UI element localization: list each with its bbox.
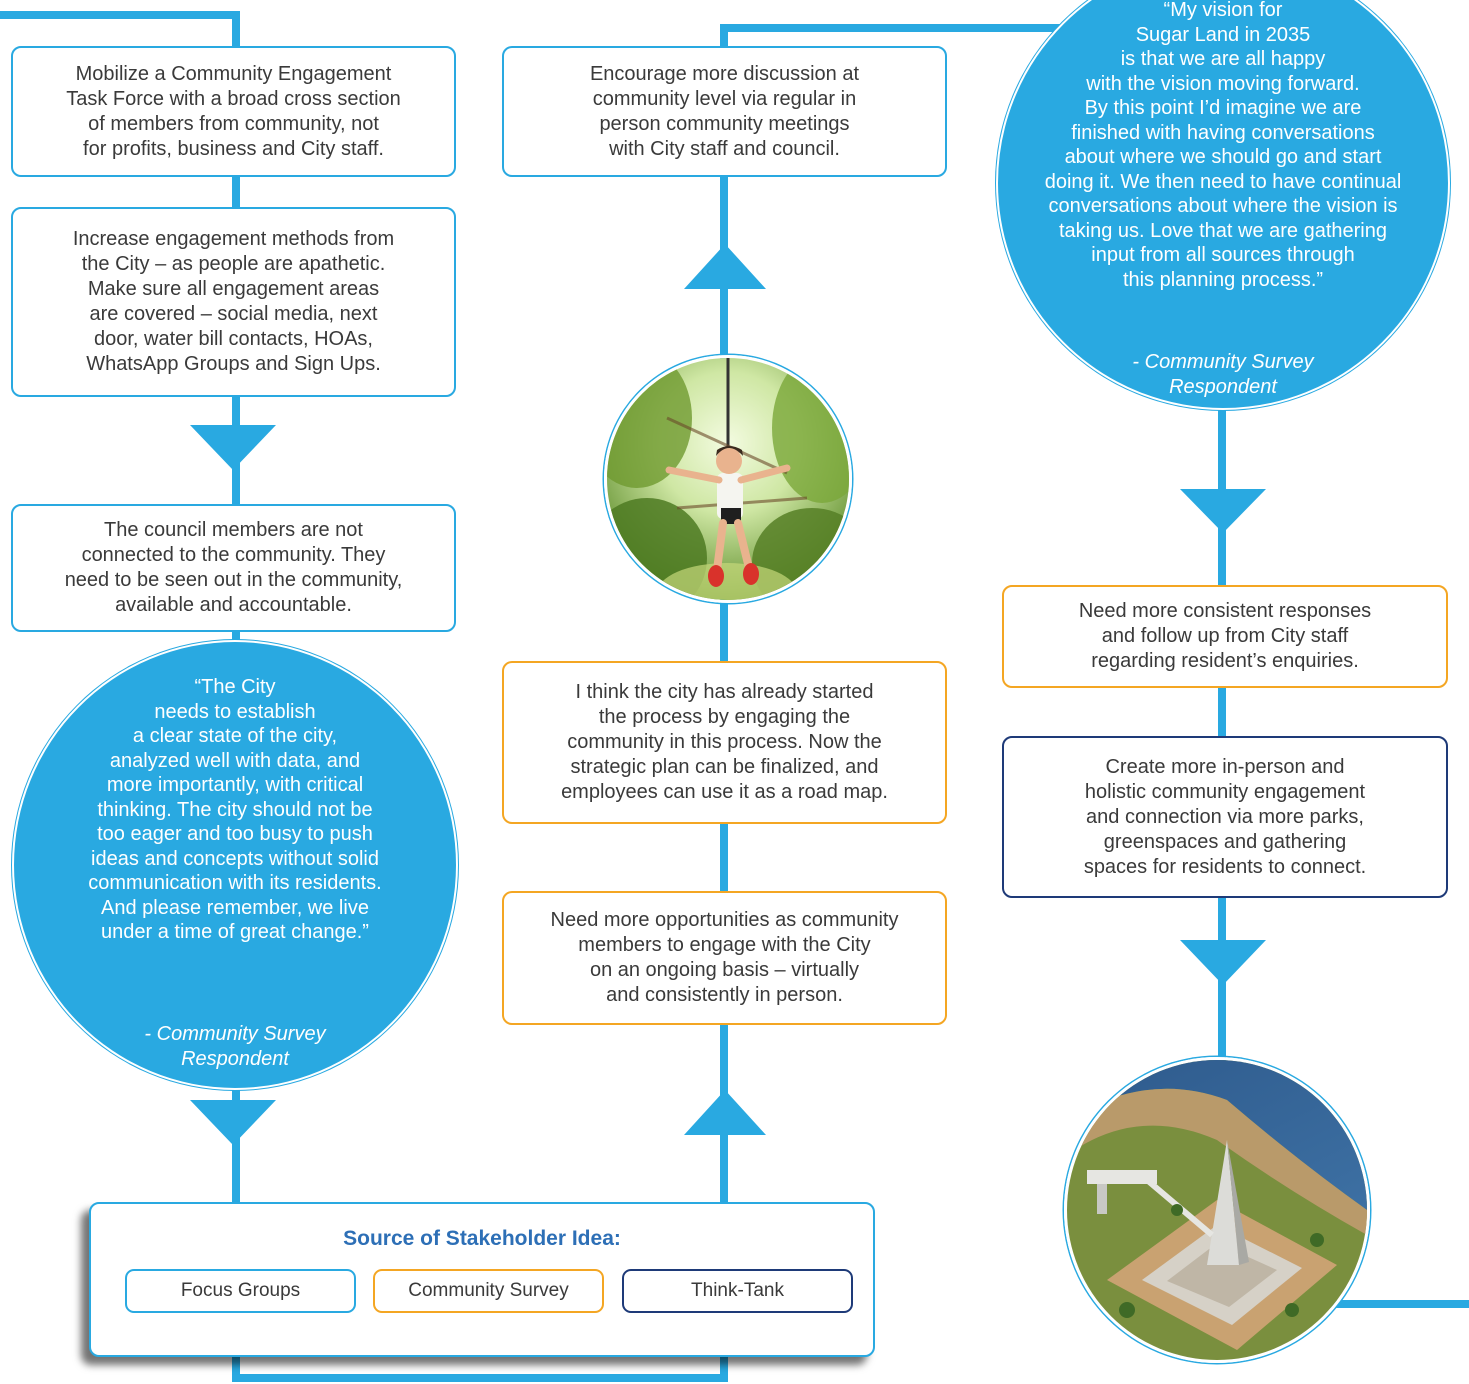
arrow-down-icon (1180, 940, 1266, 985)
idea-box-process-started: I think the city has already started the… (502, 661, 947, 824)
connector-left-column (0, 11, 1072, 1382)
aerial-monument-image (1067, 1060, 1367, 1360)
legend-focus-groups: Focus Groups (125, 1269, 356, 1313)
legend-title: Source of Stakeholder Idea: (343, 1227, 621, 1250)
zipline-child-image (607, 358, 849, 600)
quote-text: “My vision for Sugar Land in 2035 is tha… (1044, 0, 1402, 291)
arrow-up-icon (684, 244, 766, 289)
quote-attribution: - Community Survey Respondent (1132, 351, 1314, 398)
quote-text: “The City needs to establish a clear sta… (88, 676, 382, 943)
legend-panel: Source of Stakeholder Idea: Focus Groups… (89, 1202, 875, 1357)
idea-box-council-members: The council members are not connected to… (11, 504, 456, 632)
monument-photo (1064, 1057, 1370, 1363)
idea-box-engagement-methods: Increase engagement methods from the Cit… (11, 207, 456, 397)
idea-box-consistent-responses: Need more consistent responses and follo… (1002, 585, 1448, 688)
arrow-up-icon (684, 1090, 766, 1135)
idea-box-discussion: Encourage more discussion at community l… (502, 46, 947, 177)
arrow-down-icon (190, 1100, 276, 1145)
idea-box-task-force: Mobilize a Community Engagement Task For… (11, 46, 456, 177)
quote-attribution: - Community Survey Respondent (144, 1023, 326, 1070)
quote-circle-vision-2035: “My vision for Sugar Land in 2035 is tha… (996, 0, 1450, 410)
arrow-down-icon (1180, 489, 1266, 533)
zipline-photo (604, 355, 852, 603)
idea-box-in-person-engagement: Create more in-person and holistic commu… (1002, 736, 1448, 898)
quote-circle-clear-state: “The City needs to establish a clear sta… (12, 640, 458, 1090)
legend-think-tank: Think-Tank (622, 1269, 853, 1313)
idea-box-opportunities: Need more opportunities as community mem… (502, 891, 947, 1025)
legend-community-survey: Community Survey (373, 1269, 604, 1313)
arrow-down-icon (190, 425, 276, 470)
